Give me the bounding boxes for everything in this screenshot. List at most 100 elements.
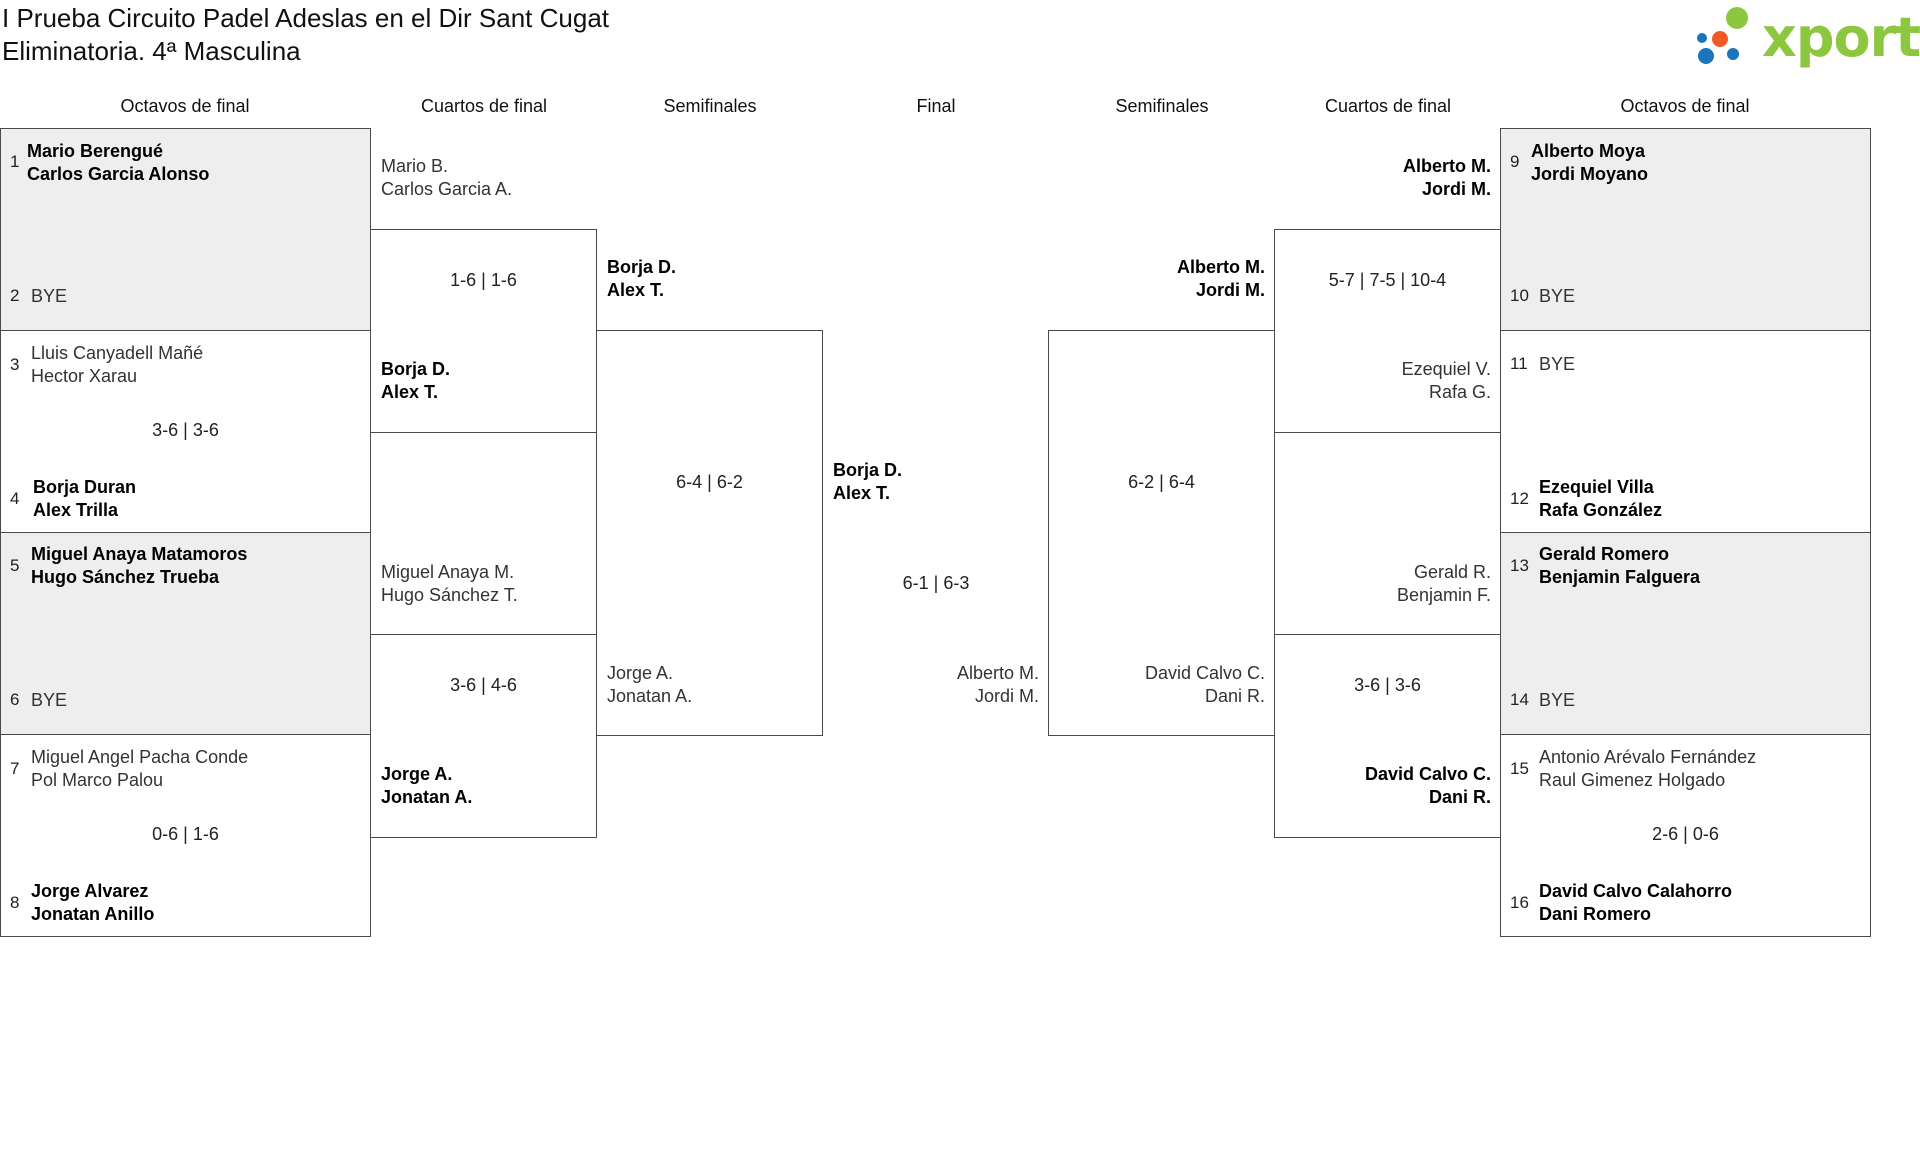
seed-number: 6 xyxy=(10,690,20,709)
seed-number: 5 xyxy=(10,556,20,575)
player-name: Dani Romero xyxy=(1539,904,1652,924)
team-name[interactable]: Miguel Angel Pacha Conde Pol Marco Palou xyxy=(31,746,248,792)
round-header-semis-left: Semifinales xyxy=(663,96,757,116)
player-name: Jorge A. xyxy=(381,764,453,784)
player-name: Jonatan Anillo xyxy=(31,904,155,924)
team-name[interactable]: Borja Duran Alex Trilla xyxy=(33,476,136,522)
match-box xyxy=(1500,128,1871,331)
team-name[interactable]: Alberto Moya Jordi Moyano xyxy=(1531,140,1648,186)
player-name: Alex T. xyxy=(607,280,665,300)
player-name: Lluis Canyadell Mañé xyxy=(31,343,204,363)
logo-text: xporty xyxy=(1762,6,1920,69)
team-name[interactable]: BYE xyxy=(1539,285,1575,308)
player-name: Dani R. xyxy=(1204,686,1265,706)
team-name[interactable]: Ezequiel Villa Rafa González xyxy=(1539,476,1662,522)
seed-number: 13 xyxy=(1510,556,1529,575)
team-name[interactable]: Alberto M. Jordi M. xyxy=(1056,256,1265,302)
match-box xyxy=(370,634,597,838)
team-name[interactable]: Alberto M. Jordi M. xyxy=(1282,155,1491,201)
player-name: Mario Berengué xyxy=(27,141,164,161)
player-name: Jonatan A. xyxy=(607,686,693,706)
match-score: 0-6 | 1-6 xyxy=(152,824,219,844)
player-name: Borja D. xyxy=(833,460,903,480)
player-name: Hugo Sánchez T. xyxy=(381,585,518,605)
player-name: Alberto M. xyxy=(956,663,1039,683)
player-name: Benjamin F. xyxy=(1396,585,1491,605)
player-name: Ezequiel Villa xyxy=(1539,477,1654,497)
player-name: Miguel Anaya Matamoros xyxy=(31,544,248,564)
team-name[interactable]: Gerald R. Benjamin F. xyxy=(1282,561,1491,607)
player-name: Gerald R. xyxy=(1413,562,1491,582)
team-name[interactable]: BYE xyxy=(31,689,67,712)
team-name[interactable]: BYE xyxy=(1539,353,1575,376)
player-name: Gerald Romero xyxy=(1539,544,1670,564)
player-name: Mario B. xyxy=(381,156,449,176)
player-name: Borja D. xyxy=(381,359,451,379)
round-header-final: Final xyxy=(916,96,956,116)
player-name: Pol Marco Palou xyxy=(31,770,164,790)
player-name: Miguel Anaya M. xyxy=(381,562,515,582)
player-name: Jordi M. xyxy=(1195,280,1265,300)
seed-number: 12 xyxy=(1510,489,1529,508)
team-name[interactable]: Jorge A. Jonatan A. xyxy=(607,662,692,708)
player-name: Jordi M. xyxy=(974,686,1039,706)
player-name: Miguel Angel Pacha Conde xyxy=(31,747,249,767)
team-name[interactable]: Borja D. Alex T. xyxy=(381,358,450,404)
team-name[interactable]: Mario B. Carlos Garcia A. xyxy=(381,155,512,201)
seed-number: 16 xyxy=(1510,893,1529,912)
match-score: 6-1 | 6-3 xyxy=(902,573,970,593)
round-header-cuartos-left: Cuartos de final xyxy=(420,96,548,116)
team-name[interactable]: BYE xyxy=(31,285,67,308)
player-name: Jordi Moyano xyxy=(1531,164,1649,184)
team-name[interactable]: Mario Berengué Carlos Garcia Alonso xyxy=(27,140,209,186)
player-name: Alberto M. xyxy=(1403,156,1491,176)
team-name[interactable]: Ezequiel V. Rafa G. xyxy=(1282,358,1491,404)
player-name: Jordi M. xyxy=(1421,179,1491,199)
team-name[interactable]: David Calvo C. Dani R. xyxy=(1282,763,1491,809)
team-name[interactable]: BYE xyxy=(1539,689,1575,712)
player-name: Jorge Alvarez xyxy=(31,881,149,901)
team-name[interactable]: Miguel Anaya M. Hugo Sánchez T. xyxy=(381,561,518,607)
seed-number: 8 xyxy=(10,893,20,912)
team-name[interactable]: Miguel Anaya Matamoros Hugo Sánchez True… xyxy=(31,543,247,589)
player-name: Jonatan A. xyxy=(381,787,473,807)
team-name[interactable]: Jorge A. Jonatan A. xyxy=(381,763,472,809)
xporty-logo[interactable]: xporty xyxy=(1693,4,1920,70)
seed-number: 14 xyxy=(1510,690,1529,709)
round-header-octavos-right: Octavos de final xyxy=(1620,96,1750,116)
match-score: 6-4 | 6-2 xyxy=(676,472,743,492)
player-name: Alex T. xyxy=(381,382,439,402)
team-name[interactable]: Antonio Arévalo Fernández Raul Gimenez H… xyxy=(1539,746,1756,792)
seed-number: 2 xyxy=(10,286,20,305)
seed-number: 7 xyxy=(10,759,20,778)
team-name[interactable]: Lluis Canyadell Mañé Hector Xarau xyxy=(31,342,203,388)
match-score: 3-6 | 3-6 xyxy=(1354,675,1421,695)
match-score: 2-6 | 0-6 xyxy=(1652,824,1719,844)
player-name: Jorge A. xyxy=(607,663,674,683)
player-name: BYE xyxy=(31,286,68,306)
match-box xyxy=(1048,330,1275,736)
match-score: 6-2 | 6-4 xyxy=(1128,472,1195,492)
player-name: Benjamin Falguera xyxy=(1539,567,1701,587)
player-name: Alex Trilla xyxy=(33,500,119,520)
team-name[interactable]: Gerald Romero Benjamin Falguera xyxy=(1539,543,1700,589)
player-name: Rafa G. xyxy=(1428,382,1491,402)
player-name: Carlos Garcia Alonso xyxy=(27,164,210,184)
team-name[interactable]: Borja D. Alex T. xyxy=(833,459,902,505)
team-name[interactable]: Jorge Alvarez Jonatan Anillo xyxy=(31,880,154,926)
match-score: 3-6 | 3-6 xyxy=(152,420,219,440)
player-name: BYE xyxy=(1539,286,1576,306)
seed-number: 9 xyxy=(1510,152,1520,171)
team-name[interactable]: Alberto M. Jordi M. xyxy=(839,662,1039,708)
team-name[interactable]: David Calvo C. Dani R. xyxy=(1056,662,1265,708)
team-name[interactable]: David Calvo Calahorro Dani Romero xyxy=(1539,880,1732,926)
player-name: BYE xyxy=(1539,354,1576,374)
player-name: Dani R. xyxy=(1428,787,1491,807)
player-name: Rafa González xyxy=(1539,500,1663,520)
player-name: Carlos Garcia A. xyxy=(381,179,513,199)
match-box xyxy=(596,330,823,736)
team-name[interactable]: Borja D. Alex T. xyxy=(607,256,676,302)
match-score: 3-6 | 4-6 xyxy=(450,675,517,695)
match-box xyxy=(0,532,371,735)
player-name: David Calvo C. xyxy=(1364,764,1491,784)
